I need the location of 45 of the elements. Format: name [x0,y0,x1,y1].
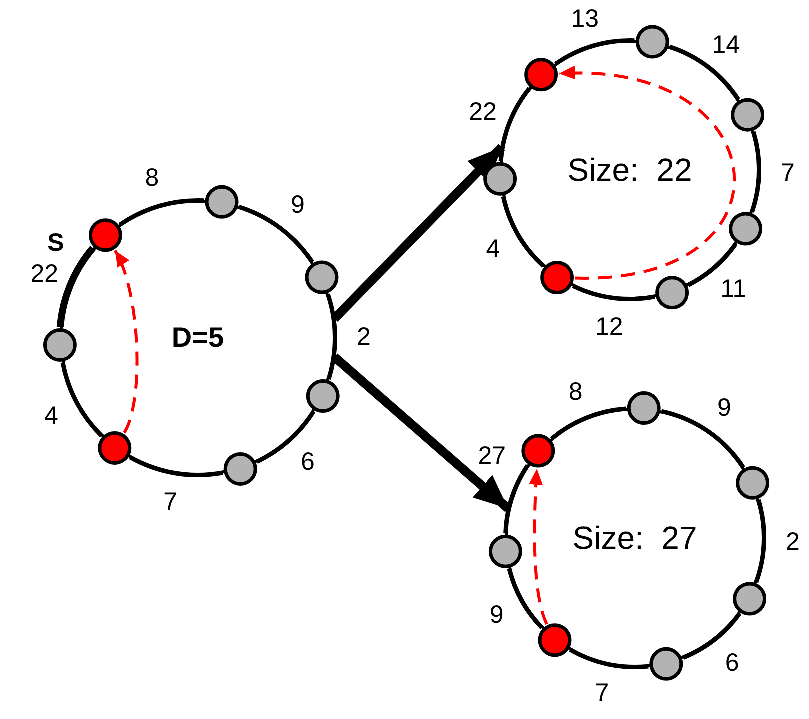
vertex-dot [205,185,239,219]
vertex-dot [522,434,556,468]
ring-arc [669,44,740,100]
ring-arc [498,87,530,162]
dashed-arrow [529,468,548,625]
vertex-dot [731,98,765,132]
vertex-dot [305,260,339,294]
vertex-dot [729,212,763,246]
dashed-arrow [559,67,736,280]
ring-arc [119,198,204,226]
vertex-dot [733,582,767,616]
ring-arc [501,196,544,268]
vertex-dot [538,624,572,658]
ring-arc [572,285,656,302]
vertex-dot [736,466,770,500]
ring-arc [554,38,635,65]
ring-arc [327,294,338,380]
vertex-dot [540,261,574,295]
ring-arc [56,246,96,328]
vertex-dot [224,452,258,486]
ring-arc [60,362,102,438]
vertex-dot [650,647,684,681]
ring-arc [756,499,766,584]
ring-arc [662,409,746,468]
vertex-dot [98,431,132,465]
ring-arc [751,131,762,213]
ring-arc [507,568,543,630]
vertex-dot [627,392,661,426]
vertex-dot [488,534,522,568]
ring-arc [569,649,649,670]
vertex-dot [43,328,77,362]
vertex-dot [636,25,670,59]
vertex-dot [88,218,122,252]
vertex-dot [524,58,558,92]
ring-arc [129,456,224,478]
ring-arc [256,411,316,464]
vertex-dot [656,276,690,310]
vertex-dot [484,162,518,196]
ring-arc [682,613,742,660]
ring-arc [688,243,738,288]
vertex-dot [306,380,340,414]
ring-arc [504,464,529,534]
ring-arc [238,205,314,263]
dashed-arrow [114,250,139,434]
ring-arc [550,406,626,440]
